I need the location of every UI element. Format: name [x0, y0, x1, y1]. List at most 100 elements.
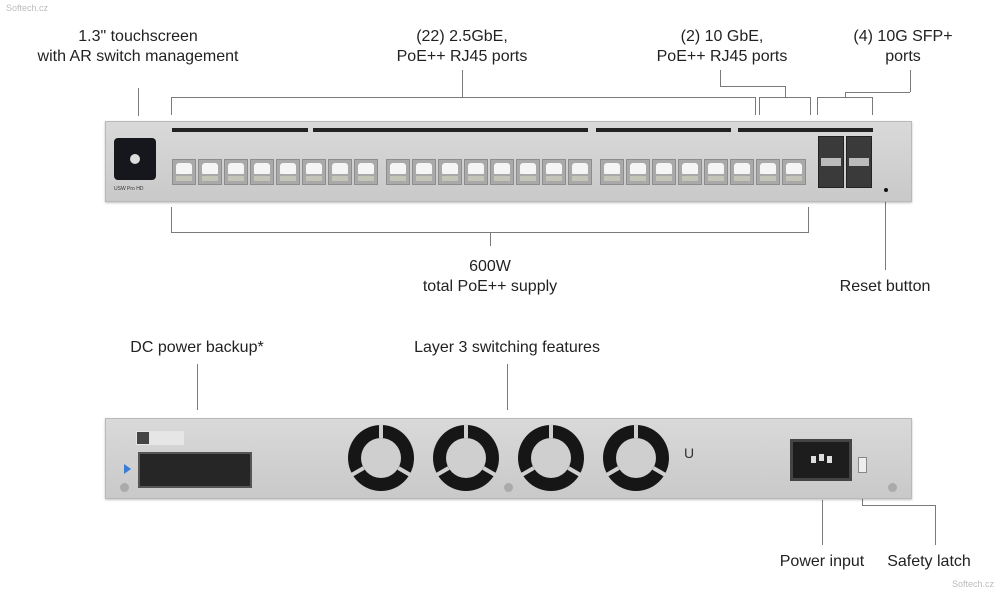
sfp-label-line1: (4) 10G SFP+: [853, 28, 953, 45]
poe-label-line2: total PoE++ supply: [422, 278, 558, 295]
fan-icon: [518, 424, 584, 491]
rj45-10g-label-line1: (2) 10 GbE,: [680, 28, 764, 45]
sfp-cage[interactable]: [846, 136, 872, 188]
callout-line: [720, 86, 785, 87]
touchscreen-label-line1: 1.3" touchscreen: [78, 28, 198, 45]
touchscreen-label-line2: with AR switch management: [37, 48, 239, 65]
front-panel: USW Pro HD: [105, 121, 912, 202]
screw-icon: [504, 483, 513, 492]
rj45-port[interactable]: [542, 159, 566, 185]
model-text: USW Pro HD: [114, 186, 144, 192]
rj45-port[interactable]: [302, 159, 326, 185]
rj45-port[interactable]: [782, 159, 806, 185]
rj45-port[interactable]: [224, 159, 248, 185]
ground-screw-icon: [120, 483, 129, 492]
callout-line: [720, 70, 721, 86]
port-group-bar: [596, 128, 731, 132]
callout-line: [817, 97, 818, 115]
rj45-port[interactable]: [490, 159, 514, 185]
rj45-25g-label-line2: PoE++ RJ45 ports: [396, 48, 528, 65]
callout-line: [197, 364, 198, 410]
rj45-port[interactable]: [438, 159, 462, 185]
callout-line: [810, 97, 811, 115]
poe-label-line1: 600W: [469, 258, 511, 275]
callout-line: [910, 70, 911, 92]
port-group-bar: [738, 128, 873, 132]
callout-line: [759, 97, 760, 115]
fan-icon: [348, 424, 414, 491]
reset-button[interactable]: [884, 188, 888, 192]
watermark-top: Softech.cz: [6, 3, 49, 13]
rj45-port[interactable]: [652, 159, 676, 185]
callout-line: [822, 500, 823, 545]
arrow-icon: [124, 464, 131, 474]
callout-line: [845, 92, 846, 97]
port-group-bar: [172, 128, 308, 132]
poe-label: 600W total PoE++ supply: [423, 257, 557, 297]
rj45-25g-label-line1: (22) 2.5GbE,: [416, 28, 508, 45]
fan-icon: [603, 424, 669, 491]
callout-line: [885, 192, 886, 270]
rj45-port[interactable]: [386, 159, 410, 185]
rj45-port[interactable]: [198, 159, 222, 185]
rj45-port[interactable]: [626, 159, 650, 185]
dc-power-connector[interactable]: [138, 452, 252, 488]
power-inlet[interactable]: [790, 439, 852, 481]
callout-line: [171, 207, 172, 232]
power-pin: [819, 454, 824, 461]
rj45-10g-label-line2: PoE++ RJ45 ports: [656, 48, 788, 65]
callout-line: [755, 97, 756, 115]
layer3-label: Layer 3 switching features: [414, 339, 600, 356]
screen-dial-icon: [130, 154, 140, 164]
callout-line: [171, 97, 755, 98]
callout-line: [817, 97, 872, 98]
rj45-port[interactable]: [678, 159, 702, 185]
callout-line: [462, 70, 463, 97]
rj45-port[interactable]: [276, 159, 300, 185]
rj45-port[interactable]: [730, 159, 754, 185]
dc-power-label: DC power backup*: [130, 339, 264, 356]
safety-latch-label: Safety latch: [887, 553, 971, 570]
reset-label: Reset button: [839, 278, 931, 295]
rj45-10g-label: (2) 10 GbE, PoE++ RJ45 ports: [657, 27, 788, 67]
rj45-port[interactable]: [516, 159, 540, 185]
callout-line: [785, 86, 786, 97]
callout-line: [862, 505, 935, 506]
qr-label: [136, 431, 184, 445]
power-pin: [811, 456, 816, 463]
sfp-label: (4) 10G SFP+ ports: [853, 27, 952, 67]
back-panel: U: [105, 418, 912, 499]
fan-icon: [433, 424, 499, 491]
safety-latch[interactable]: [858, 457, 867, 473]
power-pin: [827, 456, 832, 463]
rj45-port[interactable]: [600, 159, 624, 185]
ubiquiti-logo: U: [684, 445, 695, 461]
touchscreen[interactable]: [114, 138, 156, 180]
callout-line: [935, 505, 936, 545]
port-group-bar: [313, 128, 588, 132]
sfp-label-line2: ports: [885, 48, 921, 65]
callout-line: [759, 97, 810, 98]
rj45-25g-label: (22) 2.5GbE, PoE++ RJ45 ports: [397, 27, 528, 67]
callout-line: [872, 97, 873, 115]
rj45-port[interactable]: [172, 159, 196, 185]
callout-line: [808, 207, 809, 232]
touchscreen-label: 1.3" touchscreen with AR switch managemen…: [38, 27, 239, 67]
rj45-port[interactable]: [568, 159, 592, 185]
fans: [348, 424, 669, 491]
sfp-cage[interactable]: [818, 136, 844, 188]
rj45-port[interactable]: [250, 159, 274, 185]
rj45-port[interactable]: [464, 159, 488, 185]
rj45-port[interactable]: [412, 159, 436, 185]
rj45-port[interactable]: [354, 159, 378, 185]
screw-icon: [888, 483, 897, 492]
callout-line: [490, 232, 491, 246]
rj45-port[interactable]: [328, 159, 352, 185]
callout-line: [138, 88, 139, 116]
power-input-label: Power input: [779, 553, 865, 570]
rj45-port[interactable]: [704, 159, 728, 185]
rj45-port[interactable]: [756, 159, 780, 185]
callout-line: [845, 92, 910, 93]
callout-line: [171, 97, 172, 115]
